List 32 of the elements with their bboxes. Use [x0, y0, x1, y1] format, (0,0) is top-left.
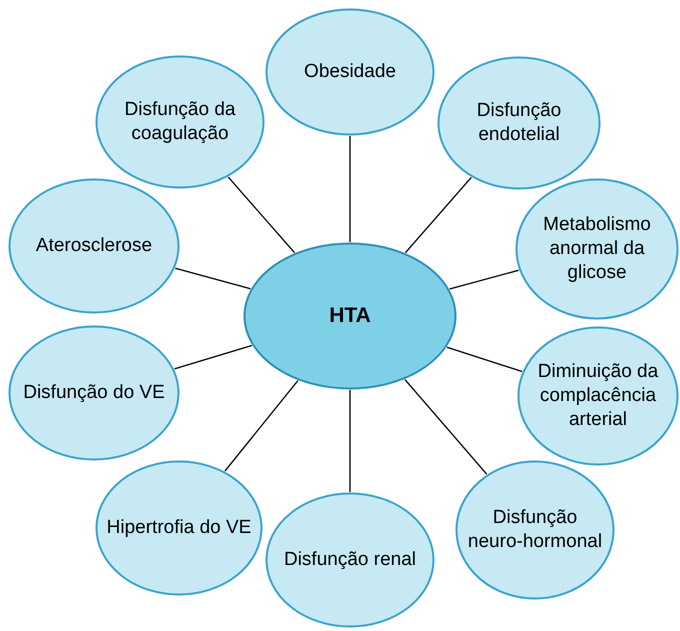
topic-ellipse [8, 178, 180, 314]
topic-ellipse [95, 460, 263, 596]
connector-line [449, 270, 519, 290]
topic-ellipse [515, 178, 679, 320]
connector-line [404, 177, 472, 254]
central-ellipse [243, 242, 457, 390]
node-label: Hipertrofia do VE [106, 516, 252, 540]
node-label: Aterosclerose [36, 234, 152, 258]
connector-line [349, 390, 351, 492]
topic-ellipse [265, 492, 435, 628]
topic-ellipse [455, 460, 615, 600]
node-label: Disfunção neuro-hormonal [466, 506, 604, 554]
connector-line [175, 268, 251, 290]
node-label: Diminuição da complacência arterial [536, 360, 660, 432]
connector-line [174, 344, 252, 370]
node-label: HTA [329, 302, 371, 329]
connector-line [349, 136, 351, 242]
topic-ellipse [265, 8, 435, 136]
connector-line [404, 379, 488, 475]
node-label: Disfunção do VE [23, 381, 165, 405]
node-label: Obesidade [304, 60, 396, 84]
connector-line [446, 346, 522, 372]
topic-ellipse [8, 325, 180, 461]
node-label: Disfunção endotelial [476, 99, 562, 147]
topic-ellipse [517, 326, 679, 466]
node-label: Metabolismo anormal da glicose [542, 213, 652, 285]
node-label: Disfunção renal [284, 548, 416, 572]
topic-ellipse [437, 56, 601, 190]
node-label: Disfunção da coagulação [124, 98, 236, 146]
connector-line [228, 176, 296, 254]
topic-ellipse [95, 55, 265, 189]
connector-line [224, 380, 298, 472]
